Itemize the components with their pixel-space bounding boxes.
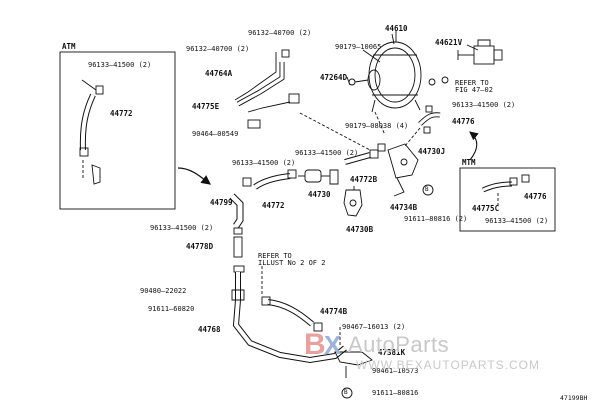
mtm-hose: [481, 174, 530, 207]
part-label-90461-10573: 90461–10573: [372, 367, 419, 375]
part-label-96133-41500-atm: 96133–41500 (2): [88, 61, 152, 69]
part-label-44776-mtm: 44776: [524, 192, 547, 201]
part-label-44772-atm: 44772: [110, 109, 133, 118]
atm-box: [59, 51, 176, 210]
part-label-44768: 44768: [198, 325, 221, 334]
atm-box-title: ATM: [62, 42, 76, 51]
part-label-44772-mid: 44772: [262, 201, 285, 210]
part-label-44775c: 44775C: [472, 204, 500, 213]
part-label-44764a: 44764A: [205, 69, 233, 78]
part-label-47381k: 47381K: [378, 348, 406, 357]
part-label-44610: 44610: [385, 24, 408, 33]
watermark-url: WWW.BEXAUTOPARTS.COM: [356, 358, 541, 372]
part-label-96133-41500-left: 96133–41500 (2): [150, 224, 214, 232]
part-label-90467-16013: 90467–16013 (2): [342, 323, 406, 331]
watermark-b: B: [304, 328, 326, 361]
part-label-44730b: 44730B: [346, 225, 374, 234]
part-label-44730j: 44730J: [418, 147, 446, 156]
refer-to-fig-note: REFER TO FIG 47–02: [455, 79, 493, 94]
part-label-90480-22022: 90480–22022: [140, 287, 187, 295]
atm-hose: [79, 79, 104, 185]
part-label-96133-41500-tr: 96133–41500 (2): [452, 101, 516, 109]
part-label-44778d: 44778D: [186, 242, 214, 251]
part-label-91611-80816-bot: 91611–80816: [372, 389, 419, 397]
part-label-91611-60820: 91611–60820: [148, 305, 195, 313]
part-label-44734b: 44734B: [390, 203, 418, 212]
b-marker-bottom: B: [344, 389, 348, 396]
part-label-96132-40700-b: 96132–40700 (2): [186, 45, 250, 53]
mtm-box: [459, 167, 556, 232]
document-code: 47199BH: [560, 394, 588, 402]
mtm-box-title: MTM: [462, 158, 476, 167]
part-label-90179-08038: 90179–08038 (4): [345, 122, 409, 130]
part-label-44730: 44730: [308, 190, 331, 199]
refer-to-illust-note: REFER TO ILLUST No 2 OF 2: [258, 252, 326, 267]
watermark-x: X: [324, 330, 342, 360]
part-label-96133-41500-mtm: 96133–41500 (2): [485, 217, 549, 225]
part-label-44776-top: 44776: [452, 117, 475, 126]
part-label-47264d: 47264D: [320, 73, 348, 82]
watermark-brand-name: AutoParts: [348, 332, 450, 357]
check-valve: [298, 169, 330, 183]
part-label-44799: 44799: [210, 198, 233, 207]
part-label-96133-41500-mid2: 96133–41500 (2): [295, 149, 359, 157]
brake-booster: [348, 30, 422, 113]
master-cylinder: [457, 39, 503, 65]
part-label-90464-00549: 90464–00549: [192, 130, 239, 138]
part-label-96132-40700-a: 96132–40700 (2): [248, 29, 312, 37]
part-label-44772b: 44772B: [350, 175, 378, 184]
part-label-44775e: 44775E: [192, 102, 220, 111]
b-marker-mid: B: [425, 186, 429, 193]
part-label-91611-80816-mid: 91611–80816 (2): [404, 215, 468, 223]
part-label-90179-10065: 90179–10065: [335, 43, 382, 51]
part-label-44774b: 44774B: [320, 307, 348, 316]
part-label-96133-41500-mid: 96133–41500 (2): [232, 159, 296, 167]
part-label-44621v: 44621V: [435, 38, 463, 47]
